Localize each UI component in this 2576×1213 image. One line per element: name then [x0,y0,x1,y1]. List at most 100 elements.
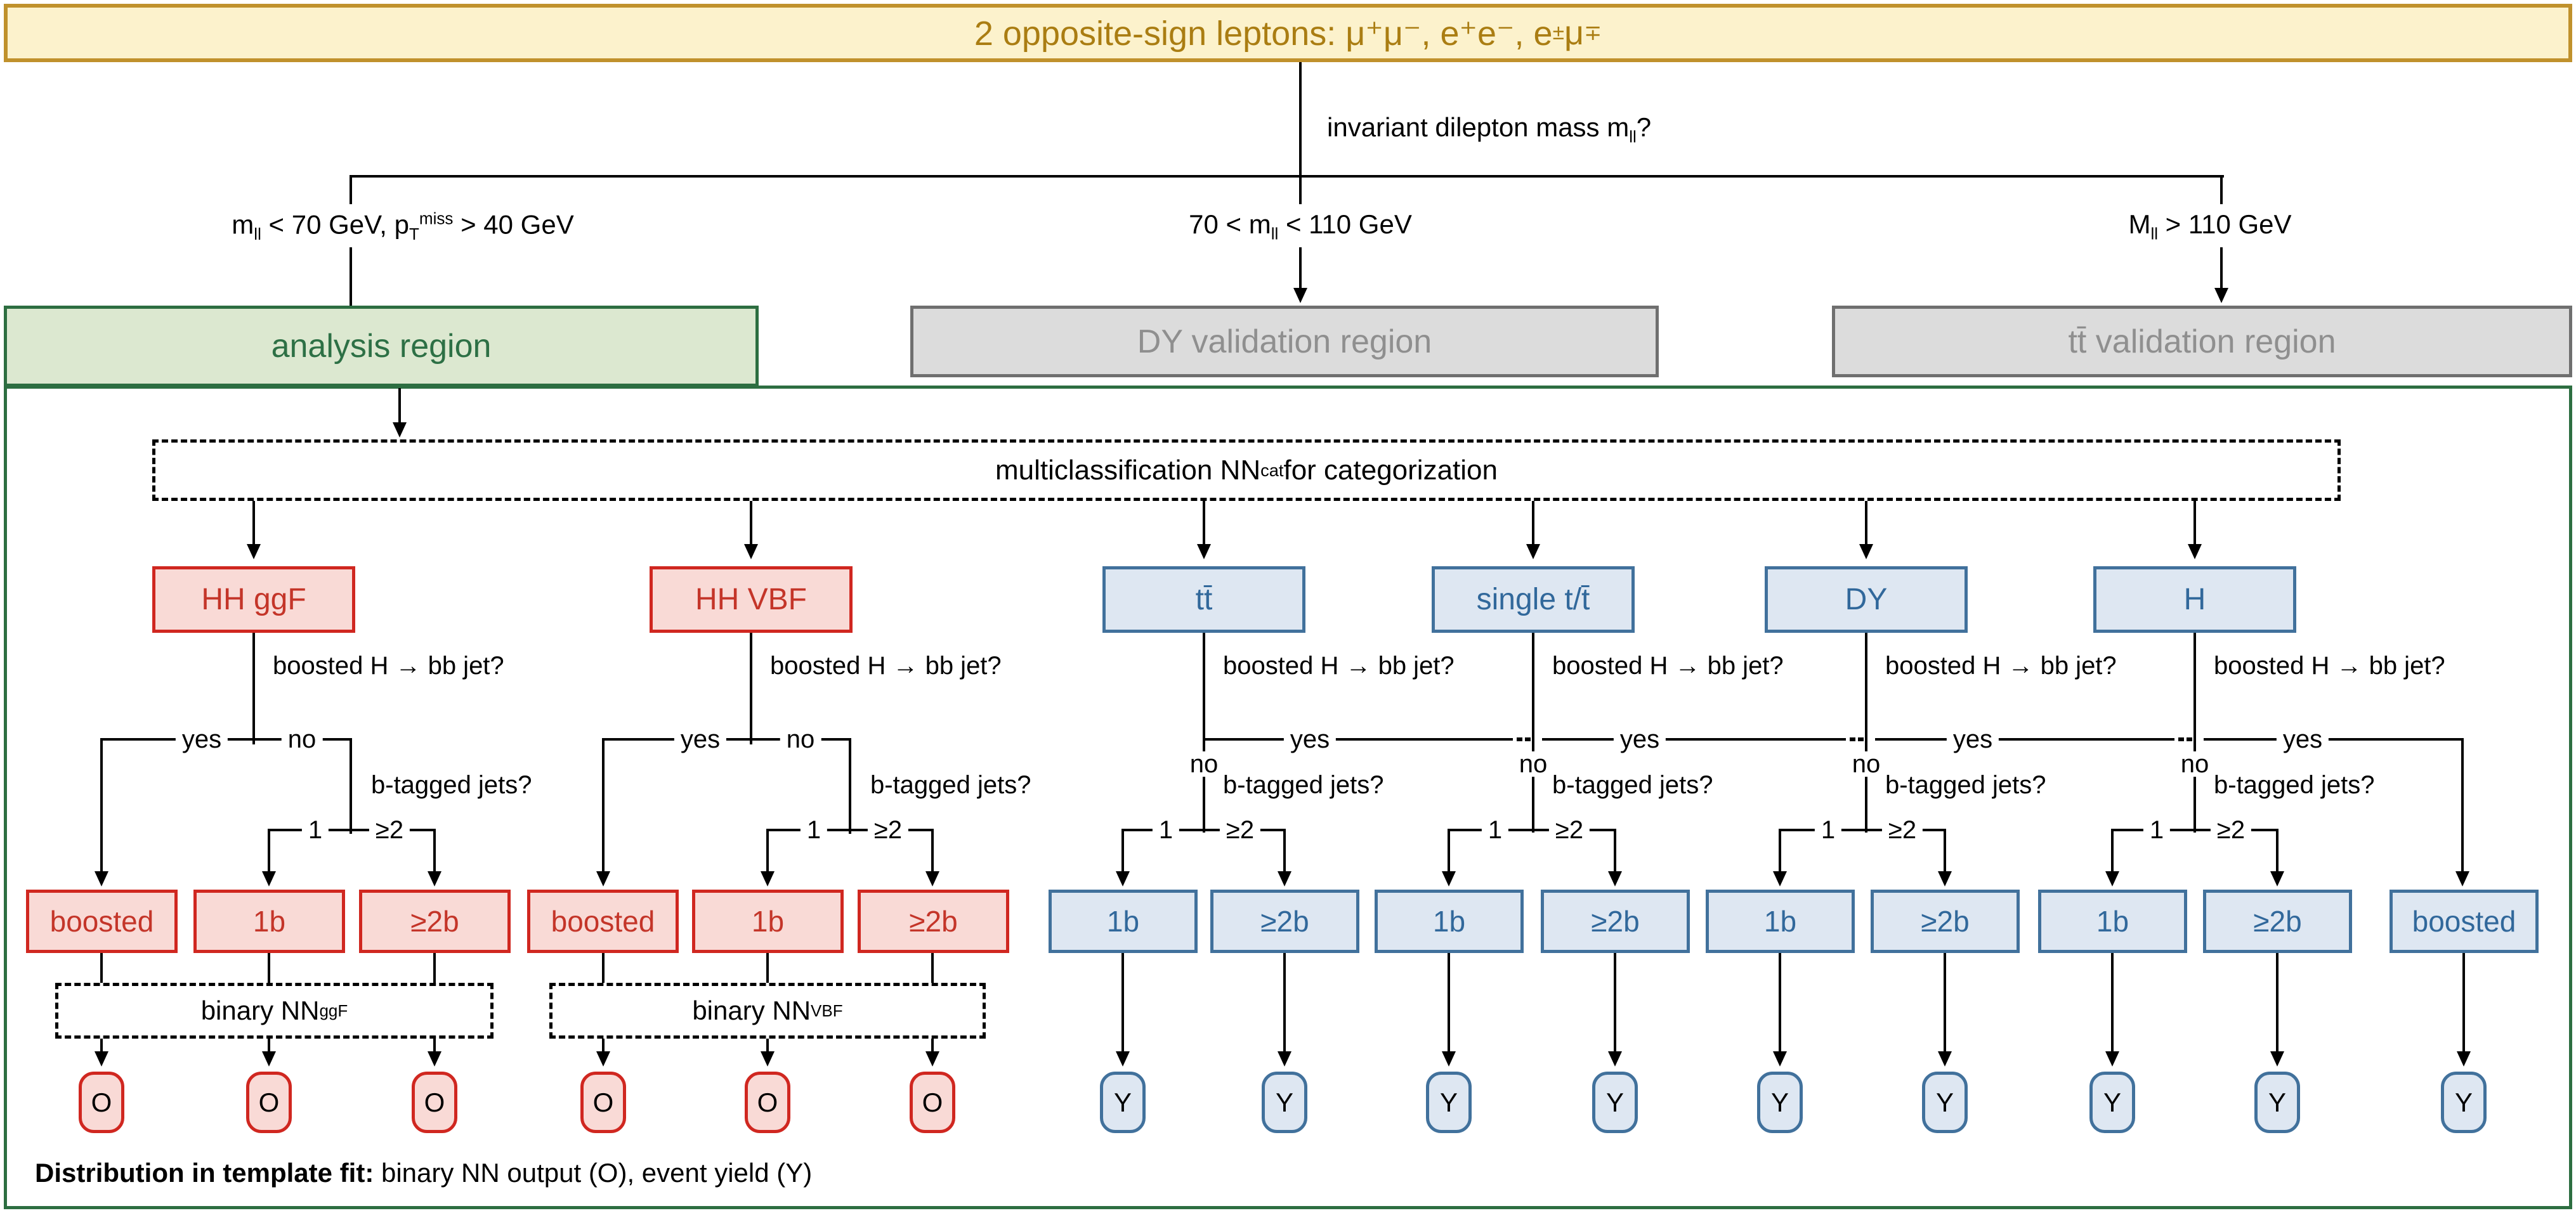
t: ggF [319,1001,348,1020]
analysis-region-container [4,386,2572,1209]
output-o: O [745,1072,790,1133]
connector [268,953,270,983]
branch-label-high-mass: Mll > 110 GeV [2128,209,2291,243]
t: boosted [49,905,154,938]
arrowhead-down-icon [262,871,276,886]
dy-validation-region-box: DY validation region [910,306,1659,377]
output-y: Y [1426,1072,1472,1133]
t: binary NN [200,996,320,1025]
dilepton-mass-question: invariant dilepton mass mll? [1327,114,1651,145]
geq2-btag-label: ≥2 [2210,817,2252,843]
yes-label: yes [2276,727,2329,752]
caption-rest: binary NN output (O), event yield (Y) [374,1158,813,1188]
t: < 110 GeV [1278,209,1412,239]
boosted-question: boosted H → bb jet? [273,652,504,680]
connector [1865,633,1867,833]
connector [1203,633,1205,833]
leaf-ggf-1b: 1b [193,890,345,953]
arrowhead-down-icon [2270,871,2284,886]
connector [1944,953,1946,1053]
question-sub: ll [1629,127,1637,146]
connector [1448,829,1450,872]
arrowhead-down-icon [1116,1051,1130,1067]
t: ll [254,224,261,243]
arrowhead-down-icon [1116,871,1130,886]
yes-label: yes [1946,727,1999,752]
arrowhead-down-icon [761,1051,775,1067]
t: O [424,1087,445,1117]
connector [433,1039,436,1054]
output-o: O [246,1072,292,1133]
connector [1779,829,1781,872]
geq2-btag-label: ≥2 [1548,817,1590,843]
output-o: O [79,1072,124,1133]
category-dy: DY [1765,566,1968,633]
connector [100,1039,103,1054]
output-y: Y [1100,1072,1146,1133]
one-btag-label: 1 [1481,817,1509,843]
leaf-dy-1b: 1b [1706,890,1855,953]
connector [1875,738,2174,741]
leaf-bg-boosted: boosted [2390,890,2539,953]
leaf-ggf-boosted: boosted [26,890,178,953]
connector [931,953,934,983]
one-btag-label: 1 [2143,817,2171,843]
btag-question: b-tagged jets? [1885,771,2046,799]
t: Y [1275,1087,1293,1117]
fit-caption: Distribution in template fit: binary NN … [35,1158,812,1188]
connector [1283,953,1286,1053]
arrowhead-down-icon [1278,871,1291,886]
connector [350,175,2224,178]
connector [433,829,436,872]
t: Y [2454,1087,2473,1117]
output-y: Y [1592,1072,1638,1133]
t: > 40 GeV [453,209,574,240]
leaf-st-1b: 1b [1375,890,1524,953]
arrowhead-down-icon [393,422,407,438]
connector [1121,829,1124,872]
arrowhead-down-icon [2105,871,2119,886]
t: tt̄ [1195,583,1213,616]
connector [350,178,352,204]
connector [1542,738,1846,741]
no-label: no [1183,751,1225,777]
connector [602,738,605,872]
banner-mu: μ [1564,14,1585,52]
connector [849,738,851,834]
arrowhead-down-icon [95,871,108,886]
leaf-tt-2b: ≥2b [1210,890,1359,953]
connector [2194,501,2196,545]
t: for categorization [1283,454,1498,486]
connector [1532,633,1534,833]
yes-label: yes [175,727,228,752]
t: HH VBF [695,583,807,616]
t: boosted [2412,905,2516,938]
connector [2461,738,2464,874]
connector [268,829,270,872]
t: M [2128,209,2151,239]
arrowhead-down-icon [1938,1051,1952,1067]
ttbar-validation-label: tt̄ validation region [2068,323,2336,360]
dash-dot [2187,737,2192,741]
one-btag-label: 1 [800,817,828,843]
leaf-h-2b: ≥2b [2203,890,2352,953]
connector [398,388,401,424]
category-hh-vbf: HH VBF [650,566,853,633]
arrowhead-down-icon [95,1051,108,1067]
arrowhead-down-icon [761,871,775,886]
question-post: ? [1636,112,1652,142]
category-ttbar: tt̄ [1102,566,1305,633]
no-label: no [780,727,821,752]
dy-validation-label: DY validation region [1137,323,1432,360]
geq2-btag-label: ≥2 [1881,817,1923,843]
t: miss [419,209,454,228]
yes-label: yes [1613,727,1666,752]
connector [602,1039,605,1054]
banner-sup-mp: ∓ [1584,22,1602,45]
arrowhead-down-icon [2105,1051,2119,1067]
connector [750,633,752,744]
leaf-vbf-1b: 1b [692,890,844,953]
caption-bold: Distribution in template fit: [35,1158,374,1188]
category-single-top: single t/t̄ [1432,566,1635,633]
